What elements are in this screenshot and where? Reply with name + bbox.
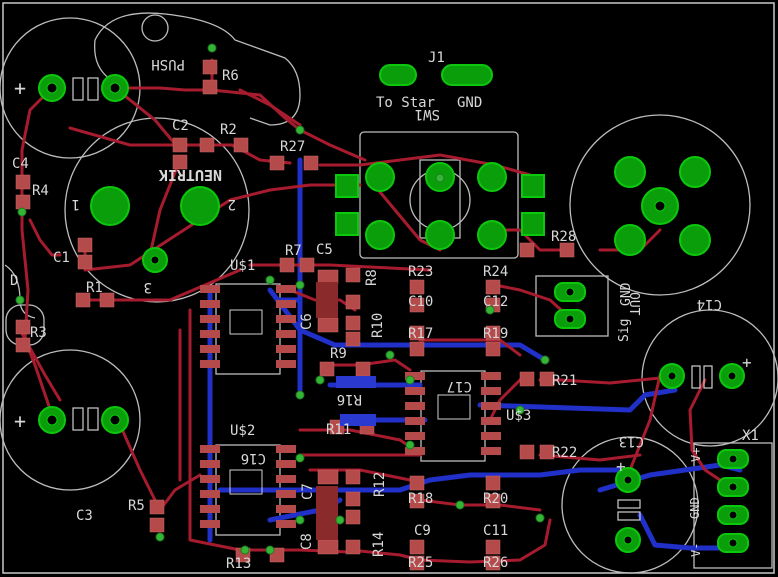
label-u2: U$2: [230, 423, 255, 439]
label-c4: C4: [12, 156, 29, 172]
label-r24: R24: [483, 264, 508, 280]
label-x1-v-plus: V+: [689, 448, 703, 462]
label-r2: R2: [220, 122, 237, 138]
label-out-sig: Sig: [617, 319, 632, 342]
label-c16: C16: [241, 450, 266, 466]
label-j1-to-star: To Star: [376, 95, 435, 111]
label-x1: X1: [742, 428, 759, 444]
label-r26: R26: [483, 555, 508, 571]
pad-drill-holes: [46, 82, 738, 548]
label-r21: R21: [552, 373, 577, 389]
label-c9: C9: [414, 523, 431, 539]
label-r25: R25: [408, 555, 433, 571]
label-x1-v-minus: V-: [689, 543, 703, 557]
label-c11: C11: [483, 523, 508, 539]
smd-components: [15, 59, 575, 571]
label-plus-1: +: [14, 76, 26, 100]
bottom-layer-parts: [336, 376, 376, 426]
label-u3: U$3: [506, 408, 531, 424]
label-pin2: 2: [228, 196, 236, 212]
label-c10: C10: [408, 294, 433, 310]
vias: [15, 43, 550, 555]
label-r28: R28: [551, 229, 576, 245]
label-r11: R11: [326, 422, 351, 438]
label-r7: R7: [285, 243, 302, 259]
capacitor-bodies: [316, 282, 338, 540]
label-r14: R14: [371, 532, 387, 557]
label-j1: J1: [428, 50, 445, 66]
label-c7: C7: [300, 483, 316, 500]
label-r8: R8: [364, 269, 380, 286]
label-r10: R10: [370, 313, 386, 338]
label-r5: R5: [128, 498, 145, 514]
label-r18: R18: [408, 491, 433, 507]
label-r13: R13: [226, 556, 251, 572]
label-out-gnd: GND: [619, 282, 634, 306]
label-c14: C14: [697, 296, 722, 312]
label-j1-gnd: GND: [457, 95, 482, 111]
label-r20: R20: [483, 491, 508, 507]
label-r19: R19: [483, 326, 508, 342]
label-d: D: [10, 273, 18, 289]
through-hole-pads: [38, 64, 749, 553]
ic-footprints: [200, 285, 501, 528]
label-r17: R17: [408, 326, 433, 342]
label-plus-2: +: [14, 409, 26, 433]
label-c2: C2: [172, 118, 189, 134]
label-c12: C12: [483, 294, 508, 310]
label-neutrik: NEUTRIK: [159, 166, 222, 184]
label-r27: R27: [280, 139, 305, 155]
label-c17: C17: [447, 378, 472, 394]
label-x1-gnd: GND: [688, 497, 702, 519]
label-c5: C5: [316, 242, 333, 258]
label-pin1: 1: [72, 196, 80, 212]
electrolytic-bodies: [72, 77, 713, 521]
label-plus-3: +: [742, 353, 752, 372]
label-u1: U$1: [230, 258, 255, 274]
label-r3: R3: [30, 325, 47, 341]
label-plus-4: +: [616, 457, 626, 476]
label-r22: R22: [552, 445, 577, 461]
label-r6: R6: [222, 68, 239, 84]
label-c3: C3: [76, 508, 93, 524]
label-c8: C8: [299, 533, 315, 550]
label-pin3: 3: [144, 279, 152, 295]
label-push: PUSH: [151, 56, 185, 72]
label-c13: C13: [619, 433, 644, 449]
label-r16: R16: [337, 391, 362, 407]
label-c6: C6: [299, 313, 315, 330]
label-c1: C1: [53, 250, 70, 266]
label-r12: R12: [372, 472, 388, 497]
label-r9: R9: [330, 346, 347, 362]
label-sw1: SW1: [415, 106, 440, 122]
label-r1: R1: [86, 280, 103, 296]
label-r23: R23: [408, 264, 433, 280]
label-r4: R4: [32, 183, 49, 199]
label-out: OUT: [626, 292, 641, 316]
